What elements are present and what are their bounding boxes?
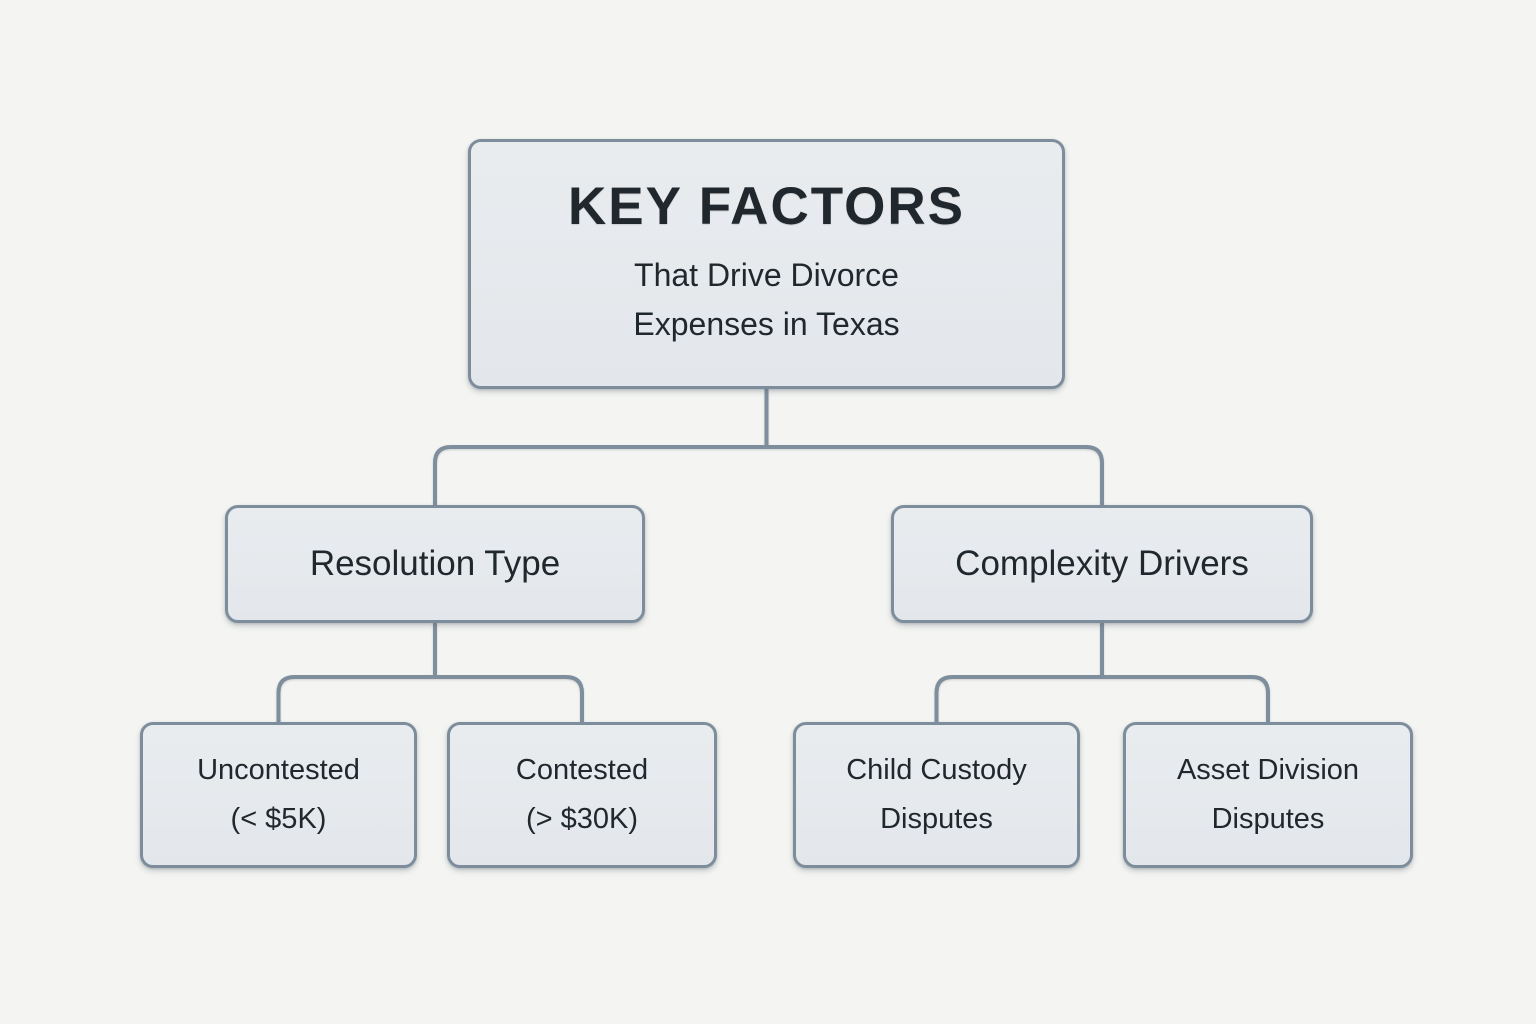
connector-complexity-split	[934, 675, 1270, 723]
child-custody-line2: Disputes	[880, 803, 993, 835]
node-resolution-type: Resolution Type	[225, 505, 645, 623]
root-subtitle-line2: Expenses in Texas	[633, 306, 900, 343]
uncontested-line2: (< $5K)	[230, 803, 327, 835]
resolution-type-label: Resolution Type	[309, 544, 561, 583]
root-title: KEY FACTORS	[567, 177, 965, 237]
root-subtitle-line1: That Drive Divorce	[634, 256, 899, 293]
asset-division-line1: Asset Division	[1176, 753, 1360, 786]
child-custody-label: Child Custody Disputes	[846, 746, 1027, 845]
node-key-factors: KEY FACTORS That Drive Divorce Expenses …	[468, 139, 1065, 389]
contested-label: Contested (> $30K)	[516, 746, 648, 845]
uncontested-line1: Uncontested	[197, 753, 360, 786]
node-uncontested: Uncontested (< $5K)	[140, 722, 417, 868]
node-asset-division: Asset Division Disputes	[1123, 722, 1413, 868]
node-complexity-drivers: Complexity Drivers	[891, 505, 1313, 623]
connector-level2-split	[433, 445, 1104, 506]
asset-division-line2: Disputes	[1211, 803, 1325, 835]
contested-line2: (> $30K)	[525, 803, 639, 835]
contested-line1: Contested	[515, 753, 649, 786]
root-subtitle: That Drive Divorce Expenses in Texas	[633, 251, 899, 350]
uncontested-label: Uncontested (< $5K)	[197, 746, 360, 845]
complexity-drivers-label: Complexity Drivers	[955, 544, 1249, 583]
node-contested: Contested (> $30K)	[447, 722, 717, 868]
child-custody-line1: Child Custody	[846, 753, 1027, 786]
connector-resolution-split	[276, 675, 584, 723]
node-child-custody: Child Custody Disputes	[793, 722, 1080, 868]
asset-division-label: Asset Division Disputes	[1177, 746, 1359, 845]
